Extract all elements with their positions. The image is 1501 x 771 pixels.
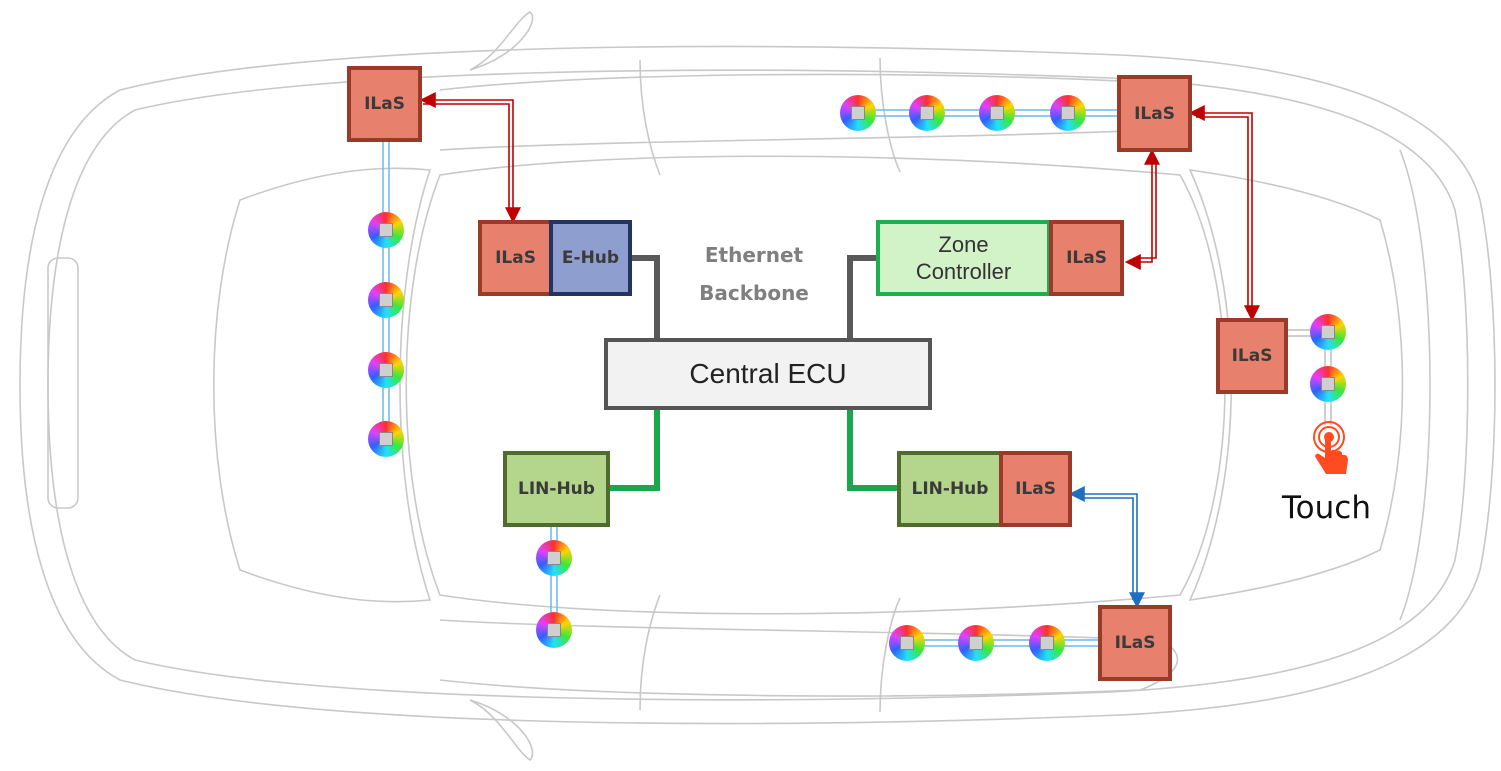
rgb-led-icon [889, 625, 925, 661]
rgb-led-icon [368, 421, 404, 457]
ilas-bottom[interactable]: ILaS [1098, 605, 1172, 681]
ehub[interactable]: E-Hub [549, 220, 632, 296]
ilas-top-right[interactable]: ILaS [1117, 75, 1192, 152]
ilas-rear-right[interactable]: ILaS [1216, 318, 1288, 394]
rgb-led-icon [1310, 366, 1346, 402]
rgb-led-icon [840, 95, 876, 131]
ilas-ehub[interactable]: ILaS [478, 220, 553, 296]
ethernet-links [632, 255, 876, 338]
car-outline [19, 11, 1496, 762]
lin-link-left [610, 408, 660, 491]
ilas-links-blue [1068, 486, 1145, 609]
ethernet-label-line2: Backbone [699, 281, 809, 305]
rgb-led-icon [1029, 625, 1065, 661]
link-linright-bottom [1068, 486, 1145, 609]
ethernet-link-ehub [632, 255, 660, 338]
lin-hub-right[interactable]: LIN-Hub [897, 451, 1003, 527]
ilas-lin-right[interactable]: ILaS [999, 451, 1072, 527]
link-frontleft-ehub [419, 92, 521, 224]
link-topright-zone [1124, 148, 1160, 270]
rgb-led-icon [368, 282, 404, 318]
ethernet-backbone-label: Ethernet Backbone [664, 236, 844, 312]
touch-hand-icon[interactable] [1306, 420, 1352, 478]
ethernet-link-zone [847, 255, 876, 338]
ilas-front-left[interactable]: ILaS [347, 66, 422, 142]
ethernet-label-line1: Ethernet [704, 243, 804, 267]
rgb-led-icon [368, 352, 404, 388]
rgb-led-icon [536, 540, 572, 576]
rgb-led-icon [979, 95, 1015, 131]
lin-links [610, 408, 898, 491]
rgb-led-icon [1050, 95, 1086, 131]
rgb-led-icon [536, 612, 572, 648]
link-topright-rear [1188, 105, 1260, 322]
ilas-links-red [419, 92, 1260, 322]
rgb-led-icon [1310, 314, 1346, 350]
lin-link-right [847, 408, 898, 491]
zone-controller[interactable]: Zone Controller [876, 220, 1051, 296]
rgb-led-icon [368, 212, 404, 248]
rgb-led-icon [909, 95, 945, 131]
central-ecu[interactable]: Central ECU [604, 338, 932, 410]
lin-hub-left[interactable]: LIN-Hub [503, 451, 610, 527]
touch-label: Touch [1282, 490, 1371, 526]
rgb-led-icon [958, 625, 994, 661]
ilas-zone[interactable]: ILaS [1049, 220, 1124, 296]
